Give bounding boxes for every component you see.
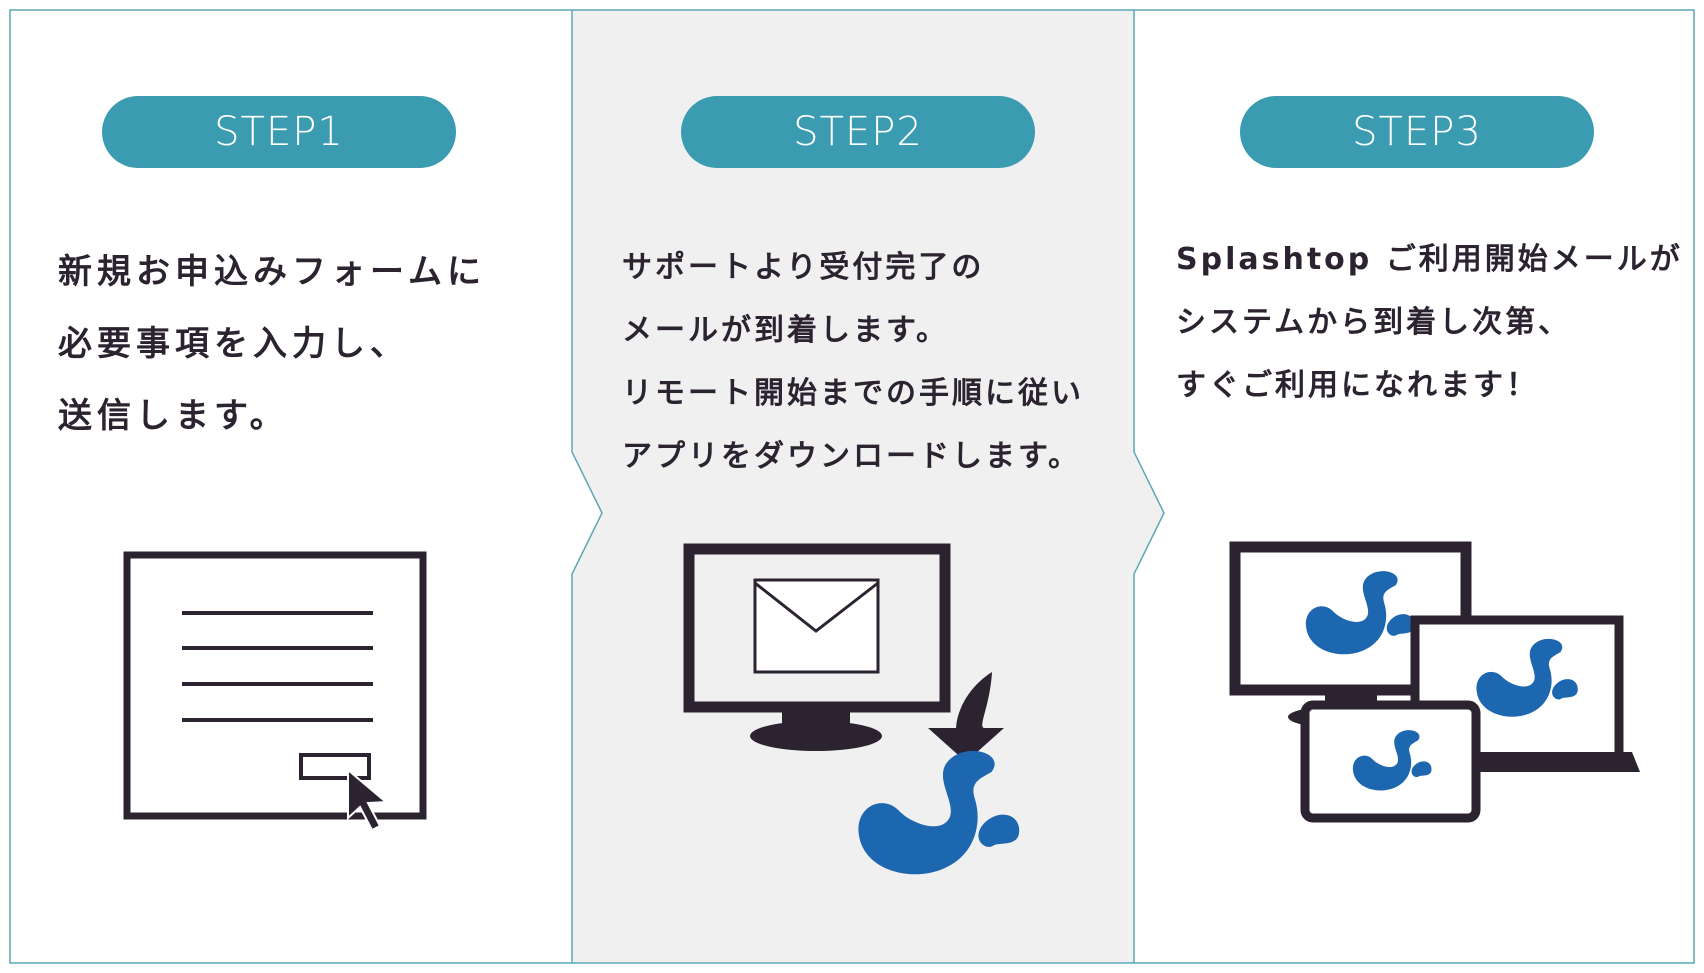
step3-line-1: Splashtop ご利用開始メールが bbox=[1176, 242, 1683, 277]
step2-line-2: メールが到着します。 bbox=[622, 313, 949, 348]
step3-line-3: すぐご利用になれます！ bbox=[1176, 368, 1539, 403]
web-form-icon bbox=[123, 551, 427, 832]
step1-badge: STEP1 bbox=[102, 96, 456, 168]
download-arrow-icon bbox=[928, 672, 1004, 762]
step3-line-2: システムから到着し次第、 bbox=[1176, 305, 1572, 340]
step2-panel bbox=[572, 10, 1164, 963]
step1-line-1: 新規お申込みフォームに bbox=[58, 252, 486, 292]
email-download-icon bbox=[683, 543, 1020, 875]
step1-line-3: 送信します。 bbox=[58, 396, 289, 436]
step3-badge: STEP3 bbox=[1240, 96, 1594, 168]
step2-line-4: アプリをダウンロードします。 bbox=[622, 439, 1081, 474]
divider-arrow-1 bbox=[571, 10, 603, 963]
step1-line-2: 必要事項を入力し、 bbox=[58, 324, 409, 364]
divider-arrow-2 bbox=[1133, 10, 1165, 963]
multi-device-icon bbox=[1229, 541, 1640, 823]
step1-description: 新規お申込みフォームに 必要事項を入力し、 送信します。 bbox=[58, 236, 486, 452]
step2-badge: STEP2 bbox=[681, 96, 1035, 168]
cursor-icon bbox=[347, 767, 389, 832]
step2-line-1: サポートより受付完了の bbox=[622, 250, 985, 285]
step3-description: Splashtop ご利用開始メールが システムから到着し次第、 すぐご利用にな… bbox=[1176, 228, 1683, 417]
envelope-icon bbox=[753, 578, 880, 674]
step2-description: サポートより受付完了の メールが到着します。 リモート開始までの手順に従い アプ… bbox=[622, 236, 1084, 488]
outer-frame bbox=[9, 9, 1695, 964]
step2-line-3: リモート開始までの手順に従い bbox=[622, 376, 1084, 411]
